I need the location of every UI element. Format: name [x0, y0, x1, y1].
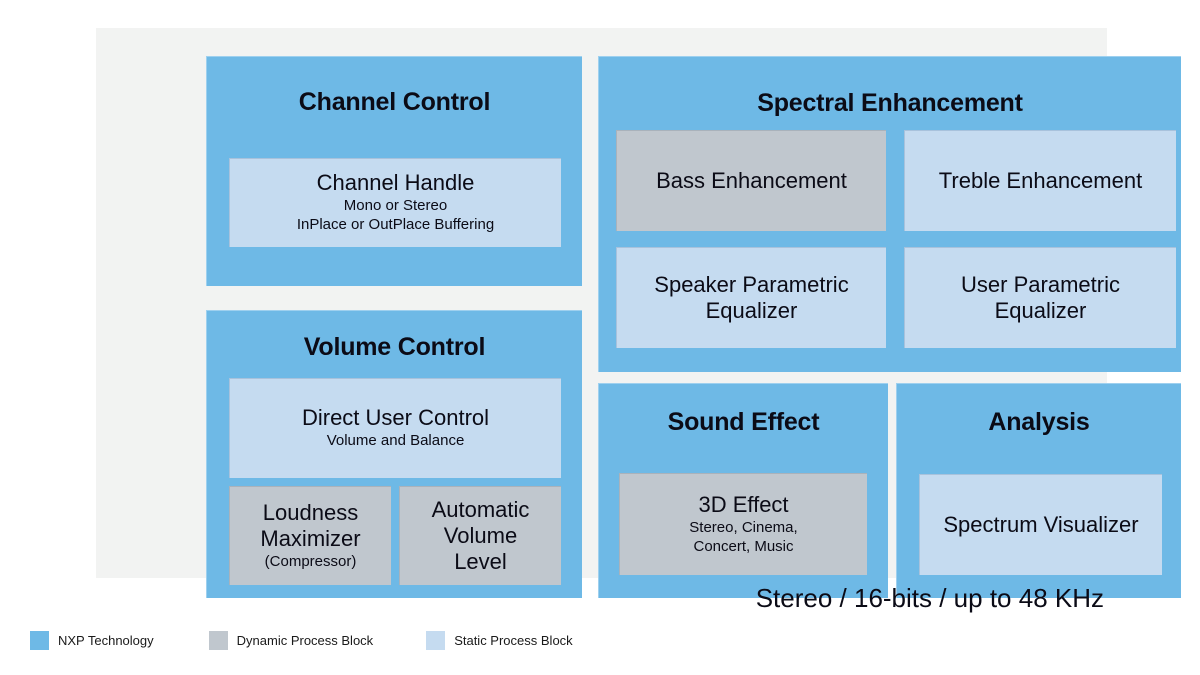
block-label: 3D Effect — [698, 491, 789, 517]
group-title-analysis: Analysis — [988, 408, 1090, 436]
block-bass-enhancement: Bass Enhancement — [616, 130, 886, 231]
block-sublabel: Concert, Music — [693, 537, 794, 555]
footer-spec-text: Stereo / 16-bits / up to 48 KHz — [755, 583, 1104, 613]
group-analysis: Analysis Spectrum Visualizer — [896, 383, 1181, 598]
group-title-sound-effect: Sound Effect — [667, 408, 820, 436]
block-label: Treble Enhancement — [938, 167, 1143, 193]
block-sublabel: Stereo, Cinema, — [689, 518, 798, 536]
legend-swatch-icon — [426, 631, 446, 650]
group-title-volume-control: Volume Control — [303, 333, 486, 361]
group-volume-control: Volume Control Direct User Control Volum… — [206, 310, 582, 598]
group-title-channel-control: Channel Control — [298, 88, 491, 116]
legend-label: NXP Technology — [58, 633, 154, 648]
block-sublabel: (Compressor) — [264, 553, 357, 571]
block-3d-effect: 3D Effect Stereo, Cinema, Concert, Music — [619, 473, 867, 575]
legend-item-static-process-block: Static Process Block — [426, 631, 573, 650]
block-label: Direct User Control — [301, 405, 490, 431]
legend-label: Static Process Block — [454, 633, 573, 648]
block-sublabel: Mono or Stereo — [343, 197, 448, 215]
legend-item-dynamic-process-block: Dynamic Process Block — [208, 631, 374, 650]
block-spectrum-visualizer: Spectrum Visualizer — [919, 474, 1162, 575]
block-sublabel: InPlace or OutPlace Buffering — [296, 216, 495, 234]
block-label: Bass Enhancement — [656, 167, 847, 193]
group-sound-effect: Sound Effect 3D Effect Stereo, Cinema, C… — [598, 383, 888, 598]
legend-item-nxp-technology: NXP Technology — [30, 631, 154, 650]
block-direct-user-control: Direct User Control Volume and Balance — [229, 378, 561, 478]
block-channel-handle: Channel Handle Mono or Stereo InPlace or… — [229, 158, 561, 247]
group-channel-control: Channel Control Channel Handle Mono or S… — [206, 56, 582, 286]
legend-swatch-icon — [208, 631, 228, 650]
group-spectral-enhancement: Spectral Enhancement Bass Enhancement Tr… — [598, 56, 1181, 372]
legend: NXP Technology Dynamic Process Block Sta… — [30, 631, 573, 650]
block-sublabel: Volume and Balance — [326, 432, 465, 450]
legend-swatch-icon — [30, 631, 49, 650]
legend-label: Dynamic Process Block — [236, 633, 374, 648]
block-label: Spectrum Visualizer — [943, 511, 1139, 537]
group-title-spectral-enhancement: Spectral Enhancement — [757, 89, 1023, 117]
block-treble-enhancement: Treble Enhancement — [904, 130, 1176, 231]
diagram-panel: Channel Control Channel Handle Mono or S… — [96, 28, 1181, 598]
block-label: Channel Handle — [316, 170, 475, 196]
